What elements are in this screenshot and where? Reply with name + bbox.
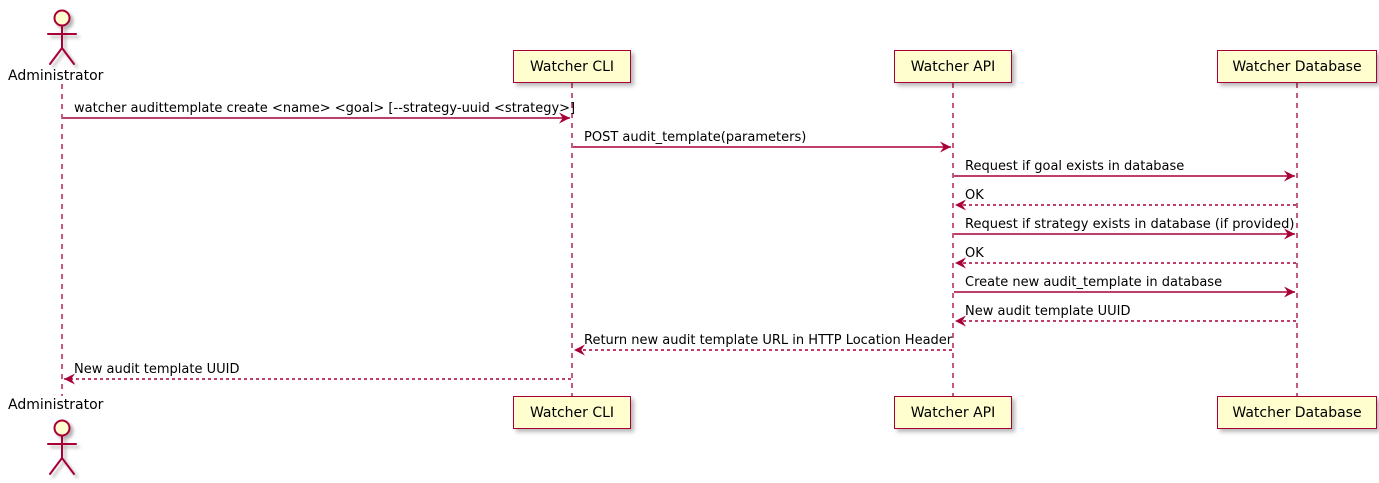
participant-box-cli-top[interactable]: Watcher CLI bbox=[512, 50, 632, 83]
participant-box-cli-bottom[interactable]: Watcher CLI bbox=[512, 396, 632, 429]
arrowhead-2 bbox=[940, 141, 951, 153]
message-label-3: Request if goal exists in database bbox=[965, 159, 1185, 174]
arrowhead-10 bbox=[64, 373, 75, 385]
participant-box-api-top[interactable]: Watcher API bbox=[893, 50, 1013, 83]
message-label-6: OK bbox=[965, 246, 984, 261]
message-arrow-10 bbox=[64, 373, 571, 385]
actor-figures-group bbox=[47, 9, 77, 475]
arrowhead-3 bbox=[1284, 170, 1295, 182]
arrowhead-7 bbox=[1284, 286, 1295, 298]
message-label-7: Create new audit_template in database bbox=[965, 275, 1223, 290]
message-arrow-4 bbox=[955, 199, 1296, 211]
message-label-4: OK bbox=[965, 188, 984, 203]
participant-box-db-bottom[interactable]: Watcher Database bbox=[1216, 396, 1378, 429]
message-label-9: Return new audit template URL in HTTP Lo… bbox=[584, 333, 953, 348]
actor-label-actor-bottom: Administrator bbox=[8, 397, 104, 413]
actor-figure-bottom bbox=[47, 419, 77, 475]
message-label-8: New audit template UUID bbox=[965, 304, 1131, 319]
arrowhead-6 bbox=[955, 257, 966, 269]
message-arrow-9 bbox=[574, 344, 952, 356]
message-label-1: watcher audittemplate create <name> <goa… bbox=[74, 101, 576, 116]
arrowhead-1 bbox=[559, 112, 570, 124]
message-arrow-5 bbox=[954, 228, 1295, 240]
actor-figure-top bbox=[47, 9, 77, 65]
message-arrows-group bbox=[63, 112, 1296, 385]
participant-box-api-bottom[interactable]: Watcher API bbox=[893, 396, 1013, 429]
message-arrow-6 bbox=[955, 257, 1296, 269]
arrowhead-9 bbox=[574, 344, 585, 356]
message-label-10: New audit template UUID bbox=[74, 362, 240, 377]
message-arrow-3 bbox=[954, 170, 1295, 182]
participant-box-db-top[interactable]: Watcher Database bbox=[1216, 50, 1378, 83]
message-label-5: Request if strategy exists in database (… bbox=[965, 217, 1295, 232]
arrowhead-5 bbox=[1284, 228, 1295, 240]
lifelines-group bbox=[61, 83, 1298, 396]
message-label-2: POST audit_template(parameters) bbox=[584, 130, 807, 145]
message-arrow-7 bbox=[954, 286, 1295, 298]
message-arrow-1 bbox=[63, 112, 570, 124]
message-arrow-8 bbox=[955, 315, 1296, 327]
arrowhead-8 bbox=[955, 315, 966, 327]
actor-label-actor-top: Administrator bbox=[8, 68, 104, 84]
arrowhead-4 bbox=[955, 199, 966, 211]
message-arrow-2 bbox=[573, 141, 951, 153]
